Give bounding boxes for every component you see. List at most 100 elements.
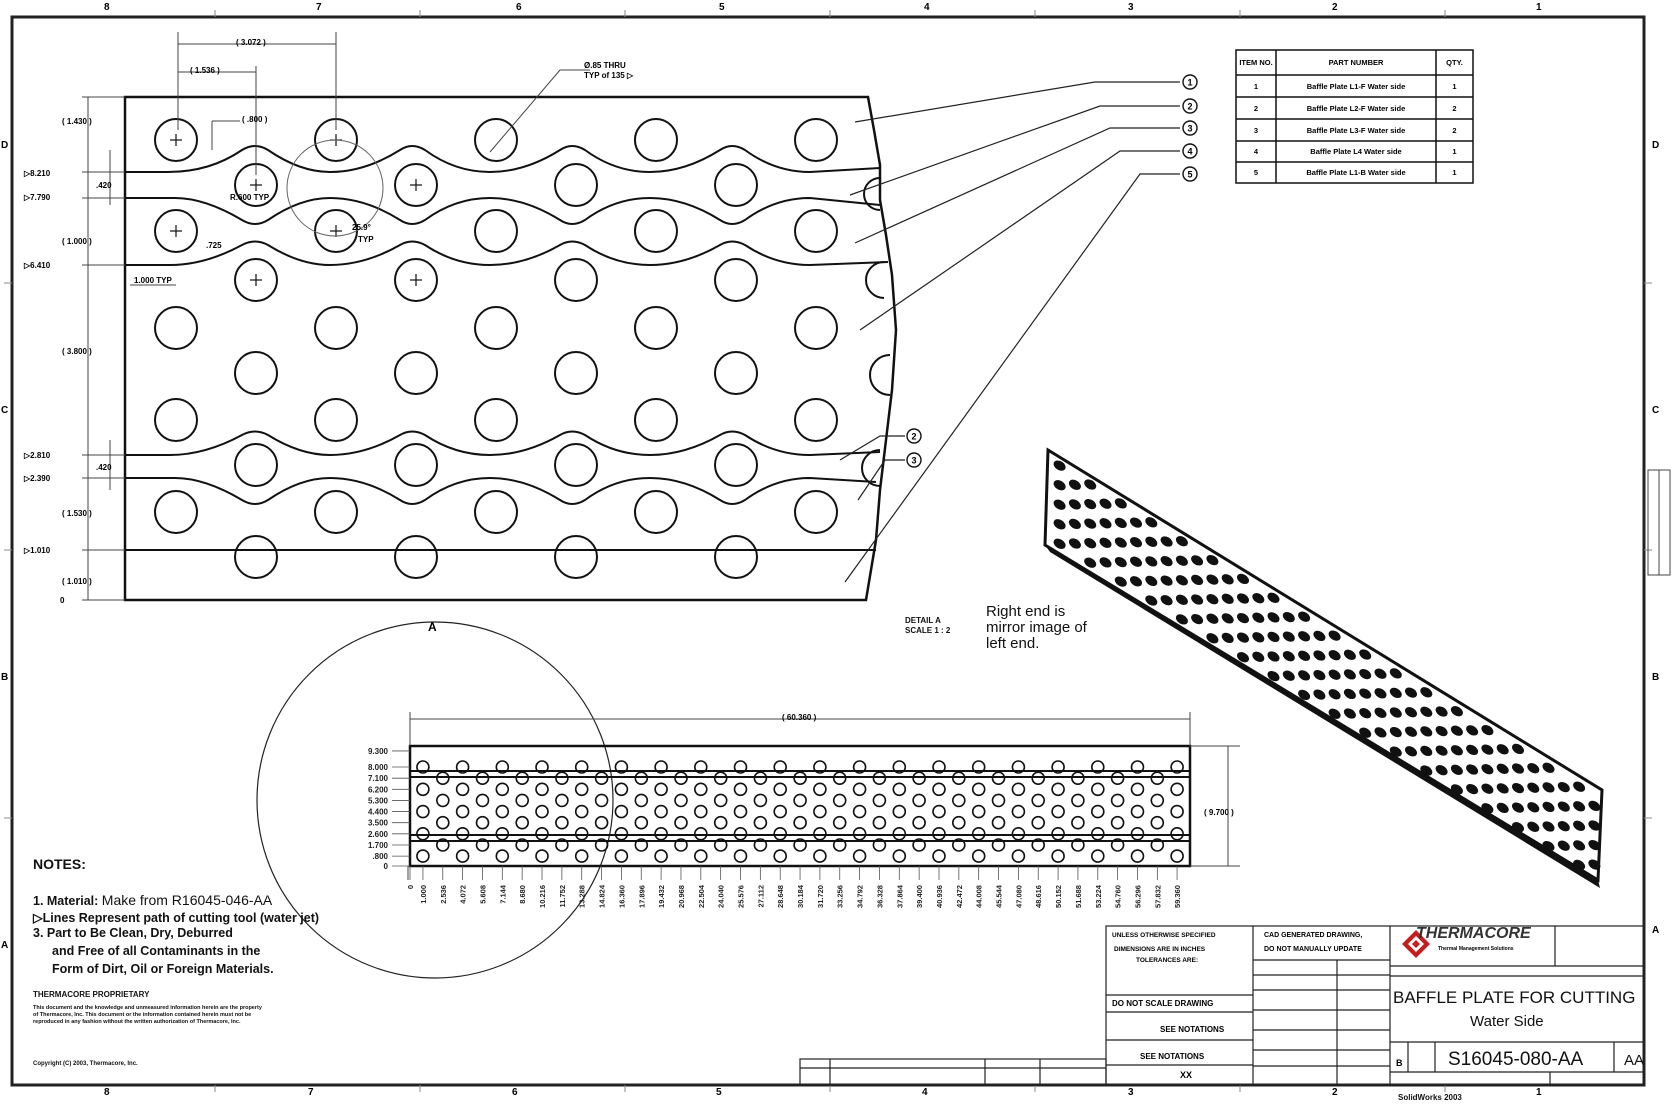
strip-hole bbox=[951, 815, 966, 830]
strip-hole bbox=[693, 782, 708, 797]
note-3-line2: and Free of all Contaminants in the bbox=[52, 944, 261, 958]
strip-hole bbox=[852, 804, 867, 819]
iso-hole bbox=[1466, 783, 1479, 795]
zone-bottom-7: 7 bbox=[308, 1087, 314, 1098]
iso-hole bbox=[1084, 498, 1097, 510]
strip-hole bbox=[1031, 815, 1045, 830]
strip-hole bbox=[455, 782, 470, 797]
strip-hole bbox=[912, 771, 926, 786]
strip-hole bbox=[1091, 804, 1105, 819]
iso-hole bbox=[1466, 744, 1479, 756]
strip-hole bbox=[753, 838, 768, 852]
dim-value: 2.810 bbox=[30, 451, 51, 460]
strip-hole bbox=[912, 793, 926, 808]
balloon-circle bbox=[1182, 143, 1198, 159]
plate-hole bbox=[794, 306, 838, 350]
iso-hole bbox=[1511, 822, 1525, 833]
iso-hole bbox=[1145, 536, 1158, 547]
hole-note-line: TYP of 135 bbox=[584, 71, 625, 80]
strip-hole bbox=[475, 793, 490, 808]
dim-left-3: ( 1.000 ) bbox=[62, 237, 92, 246]
iso-hole bbox=[1359, 649, 1372, 660]
dim-value: 60.360 bbox=[786, 713, 812, 722]
bom-header-part: PART NUMBER bbox=[1328, 58, 1384, 67]
iso-hole bbox=[1542, 821, 1555, 832]
dim-value: 1.010 bbox=[66, 577, 87, 586]
strip-hole bbox=[832, 815, 847, 830]
bom-item: 5 bbox=[1253, 168, 1259, 177]
hole-note: Ø.85 THRU TYP of 135 ▷ bbox=[584, 61, 634, 80]
zone-bottom-3: 3 bbox=[1128, 1087, 1134, 1098]
bom-part: Baffle Plate L1-F Water side bbox=[1306, 81, 1406, 91]
iso-hole bbox=[1328, 689, 1341, 700]
strip-hole bbox=[475, 771, 490, 786]
strip-hole bbox=[674, 793, 688, 808]
plate-hole bbox=[634, 490, 678, 534]
overall-length: ( 60.360 ) bbox=[782, 713, 817, 722]
strip-hole bbox=[654, 760, 668, 774]
cut-path-1 bbox=[125, 145, 881, 174]
iso-hole bbox=[1160, 555, 1173, 567]
balloon-circle bbox=[1182, 74, 1198, 90]
strip-hole bbox=[693, 760, 708, 774]
company-tag: Thermal Management Solutions bbox=[1438, 946, 1514, 952]
datum-6: ▷1.010 bbox=[24, 546, 51, 555]
strip-hole bbox=[416, 826, 430, 841]
overall-height: ( 9.700 ) bbox=[1204, 808, 1234, 817]
dim-left-2: .420 bbox=[96, 181, 112, 190]
iso-hole bbox=[1420, 687, 1433, 698]
balloon-circle bbox=[906, 428, 922, 444]
strip-hole bbox=[951, 838, 966, 852]
zone-ticks bbox=[4, 10, 1652, 1092]
strip-hole bbox=[951, 771, 966, 786]
strip-x-tick-label: 16.360 bbox=[617, 885, 626, 908]
iso-hole bbox=[1511, 743, 1525, 755]
plate-hole bbox=[554, 351, 598, 395]
strip-hole bbox=[614, 849, 629, 863]
strip-hole bbox=[832, 771, 847, 786]
strip-hole bbox=[1011, 760, 1026, 774]
dim-value: 1.430 bbox=[66, 117, 87, 126]
iso-hole bbox=[1206, 613, 1219, 624]
strip-hole bbox=[416, 849, 430, 863]
iso-hole bbox=[1252, 651, 1265, 662]
hole-note-line: Ø.85 THRU bbox=[584, 61, 626, 70]
strip-hole bbox=[852, 849, 867, 863]
iso-hole bbox=[1481, 744, 1494, 755]
iso-hole bbox=[1496, 744, 1509, 755]
iso-hole bbox=[1588, 820, 1601, 831]
strip-hole bbox=[1170, 782, 1184, 797]
strip-hole bbox=[594, 838, 609, 852]
iso-hole bbox=[1221, 613, 1234, 624]
strip-hole bbox=[654, 782, 668, 797]
strip-hole bbox=[1150, 793, 1165, 808]
iso-hole bbox=[1557, 801, 1570, 812]
strip-hole bbox=[535, 782, 549, 797]
iso-hole bbox=[1527, 782, 1540, 793]
iso-hole bbox=[1267, 651, 1280, 662]
bom-part: Baffle Plate L4 Water side bbox=[1310, 147, 1402, 156]
tb-cad-generated: CAD GENERATED DRAWING, bbox=[1264, 932, 1363, 939]
strip-hole bbox=[1011, 804, 1026, 819]
plate-hole bbox=[634, 118, 678, 162]
strip-hole bbox=[535, 849, 549, 863]
drawing-number: S16045-080-AA bbox=[1448, 1049, 1584, 1070]
strip-hole bbox=[1011, 782, 1026, 797]
strip-hole bbox=[555, 815, 569, 830]
strip-hole bbox=[813, 782, 827, 797]
strip-hole bbox=[1051, 782, 1065, 797]
strip-hole bbox=[455, 760, 470, 774]
plate-hole bbox=[474, 490, 518, 534]
detail-label-line: SCALE 1 : 2 bbox=[905, 626, 951, 635]
drawing-title: BAFFLE PLATE FOR CUTTING bbox=[1393, 988, 1636, 1007]
dim-angle-typ: TYP bbox=[358, 235, 374, 244]
dim-value: 3.072 bbox=[240, 38, 261, 47]
tb-scale-field: XX bbox=[1180, 1070, 1193, 1080]
strip-hole bbox=[1130, 804, 1145, 819]
iso-hole bbox=[1191, 613, 1204, 625]
bom-qty: 1 bbox=[1452, 147, 1457, 156]
iso-hole bbox=[1236, 612, 1250, 624]
dim-top-3: ( .800 ) bbox=[242, 115, 268, 124]
main-plate-view bbox=[123, 95, 898, 602]
